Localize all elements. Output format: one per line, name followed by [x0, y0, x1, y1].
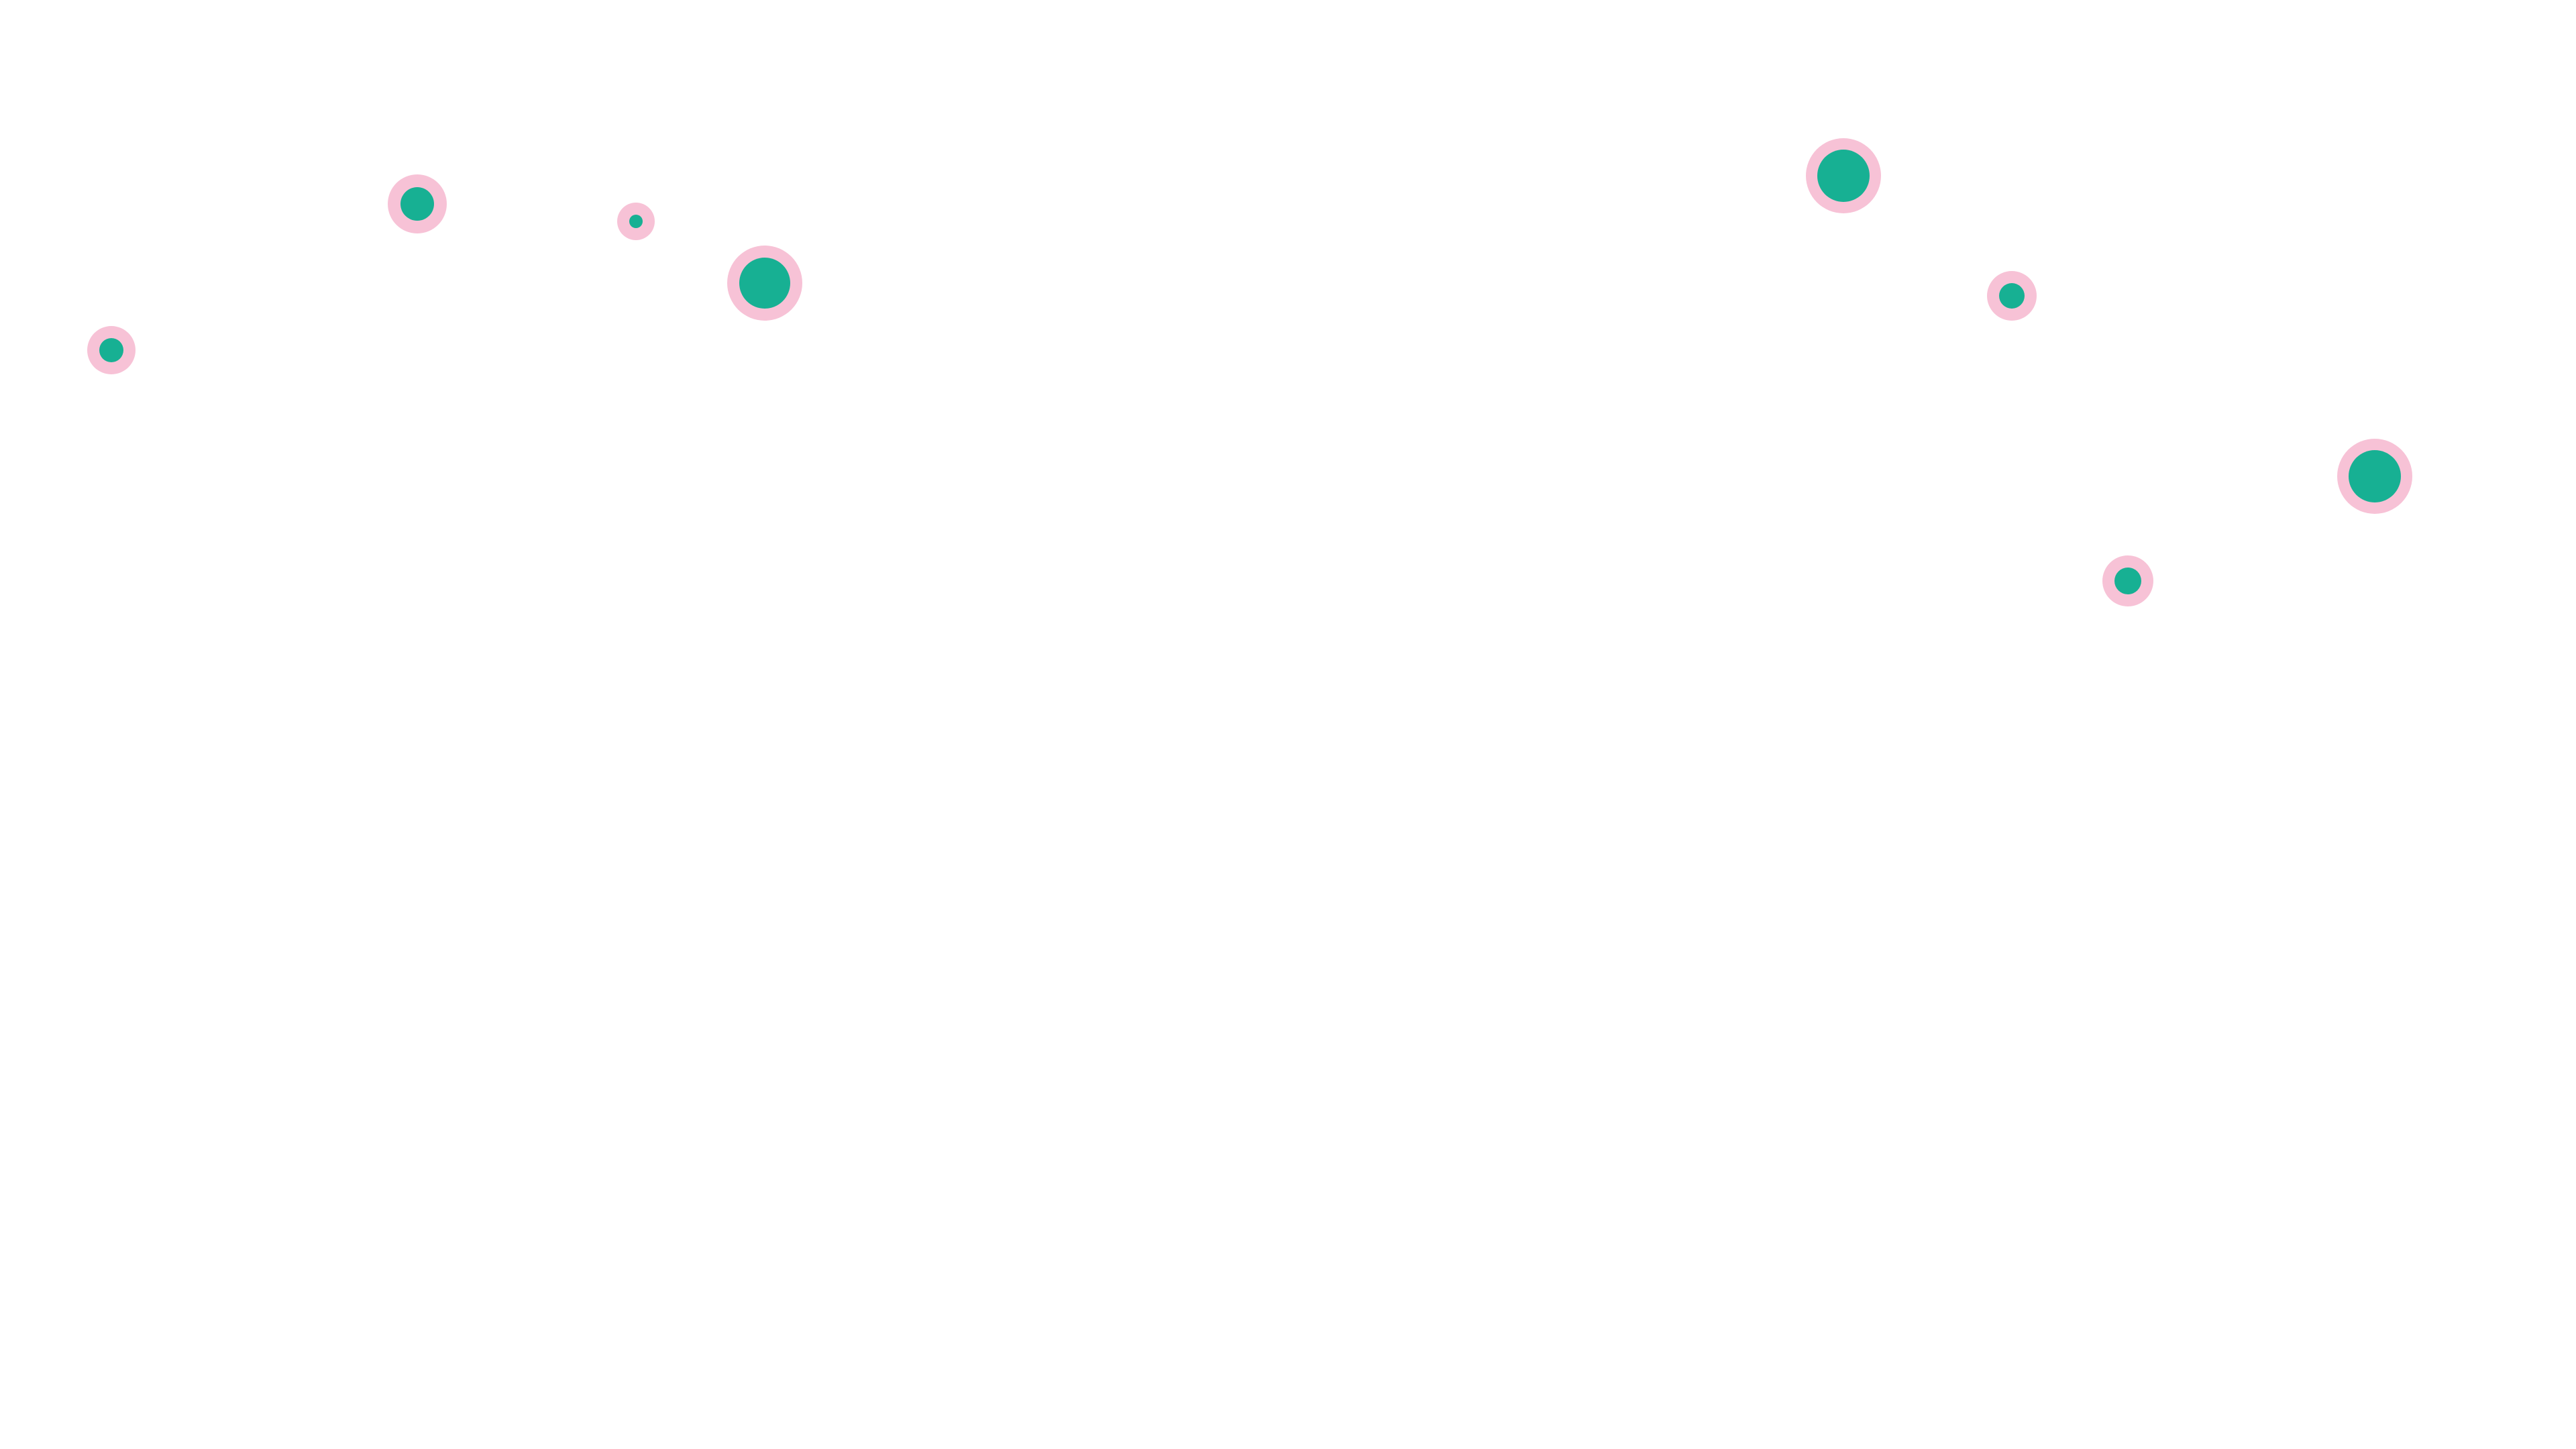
marker-6[interactable] [1987, 271, 2037, 321]
marker-3[interactable] [617, 203, 655, 240]
marker-5[interactable] [1806, 138, 1881, 213]
marker-core-icon [2349, 450, 2401, 502]
marker-core-icon [2114, 568, 2141, 594]
marker-1[interactable] [87, 326, 136, 374]
marker-core-icon [99, 338, 123, 362]
marker-core-icon [1999, 283, 2025, 309]
marker-7[interactable] [2102, 555, 2153, 606]
marker-core-icon [629, 215, 643, 228]
marker-core-icon [400, 187, 434, 221]
marker-core-icon [1817, 150, 1870, 202]
marker-4[interactable] [727, 246, 802, 321]
marker-8[interactable] [2337, 439, 2412, 514]
marker-2[interactable] [388, 174, 447, 233]
marker-core-icon [739, 258, 790, 309]
